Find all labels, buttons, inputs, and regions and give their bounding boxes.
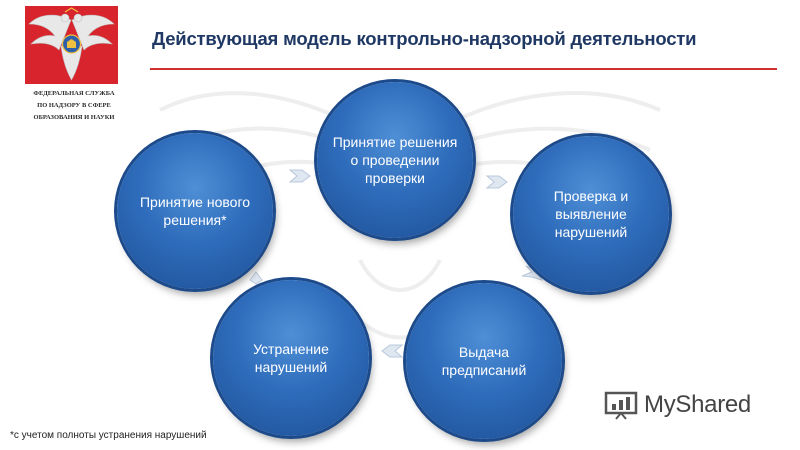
myshared-watermark[interactable]: MyShared [604, 386, 751, 424]
page-title: Действующая модель контрольно-надзорной … [152, 28, 697, 49]
node-new-decision: Принятие нового решения* [117, 133, 273, 289]
node-label: Проверка и выявление нарушений [553, 188, 629, 240]
node-label: Устранение нарушений [253, 341, 329, 375]
node-orders: Выдача предписаний [406, 283, 562, 439]
node-inspection: Проверка и выявление нарушений [513, 136, 669, 292]
chevron-arrow-icon [288, 169, 311, 183]
node-label: Принятие решения о проведении проверки [332, 134, 458, 186]
node-label: Выдача предписаний [441, 344, 527, 378]
node-decision: Принятие решения о проведении проверки [317, 82, 473, 238]
presentation-board-icon [604, 391, 638, 420]
brand-name: MyShared [644, 391, 751, 418]
emblem-eagle-icon [28, 7, 115, 81]
organization-line: ФЕДЕРАЛЬНАЯ СЛУЖБА [33, 90, 115, 97]
footnote: *с учетом полноты устранения нарушений [10, 430, 207, 441]
organization-name: ФЕДЕРАЛЬНАЯ СЛУЖБА ПО НАДЗОРУ В СФЕРЕ ОБ… [18, 88, 130, 124]
title-divider [150, 68, 777, 70]
chevron-arrow-icon [381, 344, 404, 358]
node-label: Принятие нового решения* [139, 194, 251, 228]
chevron-arrow-icon [249, 271, 263, 285]
organization-line: ПО НАДЗОРУ В СФЕРЕ [37, 102, 111, 109]
chevron-arrow-icon [485, 175, 508, 189]
node-elimination: Устранение нарушений [213, 280, 369, 436]
organization-line: ОБРАЗОВАНИЯ И НАУКИ [33, 114, 115, 121]
agency-logo [25, 6, 118, 84]
